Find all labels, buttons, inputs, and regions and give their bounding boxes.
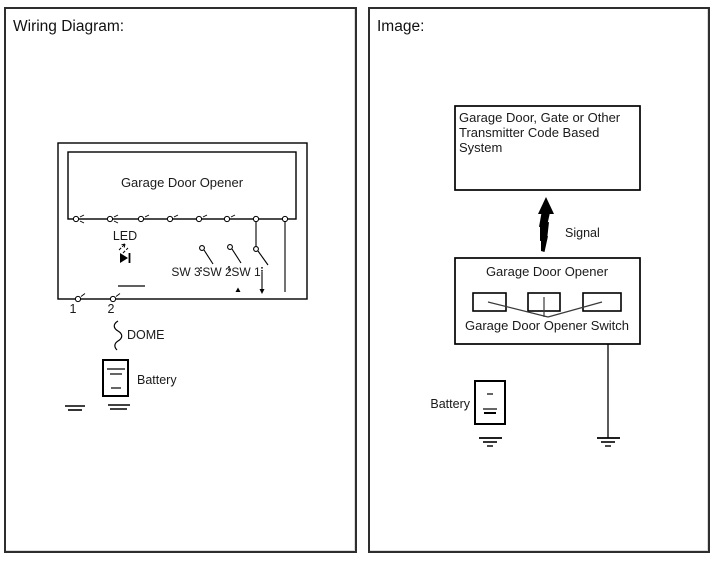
transmitter-line2: Transmitter Code Based — [459, 125, 599, 140]
image-title: Image: — [377, 18, 425, 35]
led-label: LED — [113, 229, 137, 243]
battery-symbol — [102, 359, 129, 397]
transmitter-line3: System — [459, 140, 502, 155]
transmitter-system-box: Garage Door, Gate or Other Transmitter C… — [454, 105, 641, 191]
image-panel: Image: Garage Door, Gate or Other Transm… — [368, 7, 710, 553]
switch-sw1-icon — [253, 221, 269, 294]
signal-bolt-icon — [538, 197, 554, 252]
wiring-diagram-panel: Wiring Diagram: Garage Door Opener LED — [4, 7, 357, 553]
battery-symbol — [474, 380, 506, 425]
ground-icon — [479, 437, 502, 447]
wiring-diagram-title: Wiring Diagram: — [13, 18, 125, 35]
wiring-diagram-figure: Garage Door Opener LED — [57, 142, 308, 411]
led-arrow-icon — [118, 243, 129, 254]
pin-2-label: 2 — [108, 302, 115, 316]
ground-icon — [597, 437, 620, 447]
signal-label: Signal — [565, 226, 600, 240]
switch-sw3-icon — [199, 245, 214, 272]
sw1-label: SW 1 — [231, 265, 261, 279]
connector-pin-row-icon — [72, 214, 289, 224]
dome-wire-icon — [113, 320, 123, 351]
switch-contact-icon — [472, 292, 507, 312]
contact-wires-icon — [487, 297, 603, 318]
sw3-label: SW 3 — [171, 265, 201, 279]
opener-switch-label: Garage Door Opener Switch — [465, 318, 629, 333]
battery-label: Battery — [430, 397, 470, 411]
block-diagram-figure: Garage Door, Gate or Other Transmitter C… — [430, 105, 641, 447]
opener-box-label: Garage Door Opener — [486, 264, 609, 279]
up-arrow-icon — [235, 287, 241, 292]
switch-contact-icon — [582, 292, 622, 312]
garage-door-opener-label: Garage Door Opener — [121, 175, 244, 190]
led-symbol: LED — [113, 229, 137, 263]
ground-icon — [108, 404, 130, 410]
led-diode-icon — [120, 253, 131, 263]
opener-switch-box: Garage Door Opener Garage Door Opener Sw… — [454, 257, 641, 345]
dome-label: DOME — [127, 328, 165, 342]
sw2-label: SW 2 — [202, 265, 232, 279]
down-arrow-icon — [259, 289, 265, 294]
bottom-pin-icons — [74, 293, 121, 303]
pin-1-label: 1 — [70, 302, 77, 316]
ground-icon — [65, 405, 85, 411]
garage-door-opener-box — [67, 151, 297, 220]
transmitter-line1: Garage Door, Gate or Other — [459, 110, 621, 125]
battery-label: Battery — [137, 373, 177, 387]
opener-unit-box — [57, 142, 308, 300]
switch-sw2-icon — [227, 244, 242, 271]
